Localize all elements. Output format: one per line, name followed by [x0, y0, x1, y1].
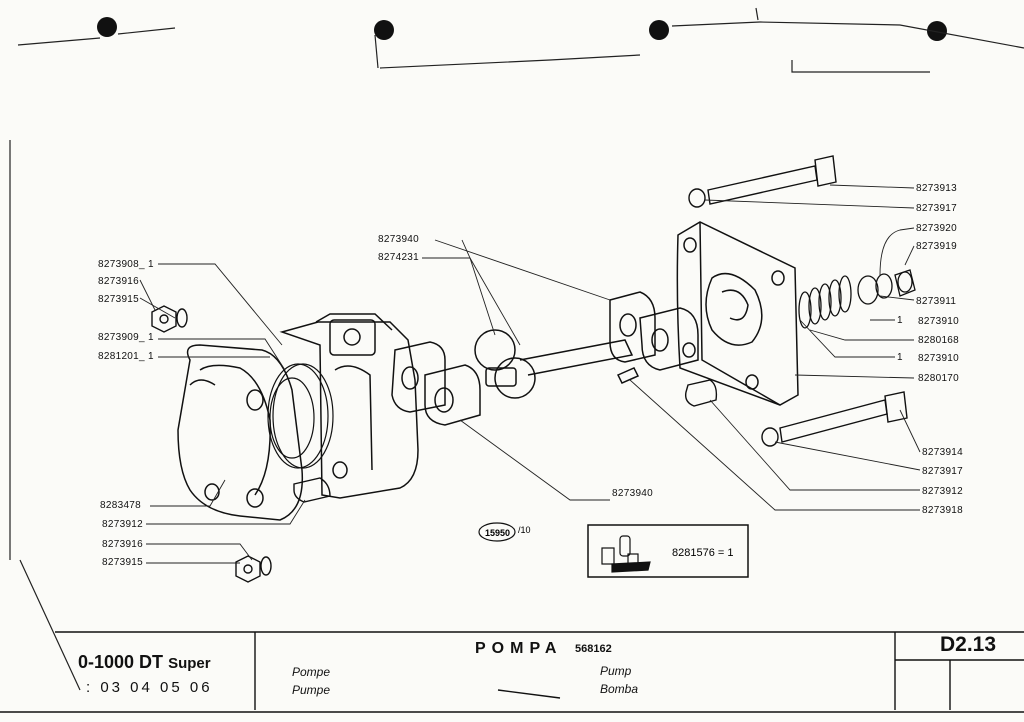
part-8273940-top: 8273940 — [378, 234, 419, 245]
relief-valve — [798, 269, 916, 329]
rear-flange — [676, 221, 799, 406]
bolts — [684, 155, 908, 447]
group-code: 568162 — [575, 643, 612, 655]
part-labels-right: 8273913 8273917 8273920 8273919 8273911 … — [897, 183, 963, 516]
part-8273914: 8273914 — [922, 447, 963, 458]
part-qty-8273910b: 1 — [897, 352, 903, 363]
part-8273911: 8273911 — [916, 296, 956, 307]
kit-parts-icon — [601, 535, 651, 573]
part-8274231: 8274231 — [378, 252, 419, 263]
part-8273920: 8273920 — [916, 223, 957, 234]
title-spanish: Bomba — [600, 682, 639, 696]
footer-frame — [0, 631, 1024, 713]
part-8283478: 8283478 — [100, 500, 141, 511]
binder-holes — [97, 17, 947, 41]
part-8273910a: 8273910 — [918, 316, 959, 327]
part-8273909: 8273909_ 1 — [98, 332, 154, 343]
plate-number: D2.13 — [940, 633, 997, 656]
part-labels-center: 8273940 8274231 8273940 — [378, 234, 653, 499]
title-english: Pump — [600, 664, 632, 678]
gasket-rings — [267, 363, 334, 469]
kit-label: 8281576 = 1 — [672, 547, 733, 559]
kit-box: 8281576 = 1 — [587, 524, 749, 578]
part-8273913: 8273913 — [916, 183, 957, 194]
page-title: POMPA — [475, 640, 563, 657]
part-8273916b: 8273916 — [102, 539, 143, 550]
title-french: Pompe — [292, 665, 331, 679]
model-years: : 03 04 05 06 — [86, 679, 213, 696]
part-8273917b: 8273917 — [922, 466, 963, 477]
part-8273940-bottom: 8273940 — [612, 488, 653, 499]
part-8273912-left: 8273912 — [102, 519, 143, 530]
part-8273912-right: 8273912 — [922, 486, 963, 497]
part-8273917a: 8273917 — [916, 203, 957, 214]
part-8273908: 8273908_ 1 — [98, 259, 154, 270]
part-labels-left: 8273908_ 1 8273916 8273915 8273909_ 1 82… — [98, 259, 154, 568]
part-8273915a: 8273915 — [98, 294, 139, 305]
part-8280168: 8280168 — [918, 335, 959, 346]
part-8273916a: 8273916 — [98, 276, 139, 287]
bushings-and-gears — [391, 291, 699, 426]
reference-suffix: /10 — [518, 525, 531, 535]
part-8273910b: 8273910 — [918, 353, 959, 364]
page-edges — [9, 7, 1024, 691]
part-8281201: 8281201_ 1 — [98, 351, 154, 362]
part-8273918: 8273918 — [922, 505, 963, 516]
pump-cover — [177, 344, 304, 521]
model-name: 0-1000 DT Super — [78, 652, 211, 673]
reference-number: 15950 — [485, 528, 510, 538]
nuts-washers — [151, 305, 331, 583]
part-qty-8273910a: 1 — [897, 315, 903, 326]
model-number: 0-1000 DT — [78, 652, 164, 672]
reference-badge: 15950 /10 — [478, 522, 531, 542]
part-8273915b: 8273915 — [102, 557, 143, 568]
title-german: Pumpe — [292, 683, 331, 697]
leader-lines — [139, 184, 921, 564]
model-suffix: Super — [168, 655, 211, 672]
part-8273919: 8273919 — [916, 241, 957, 252]
part-8280170: 8280170 — [918, 373, 959, 384]
